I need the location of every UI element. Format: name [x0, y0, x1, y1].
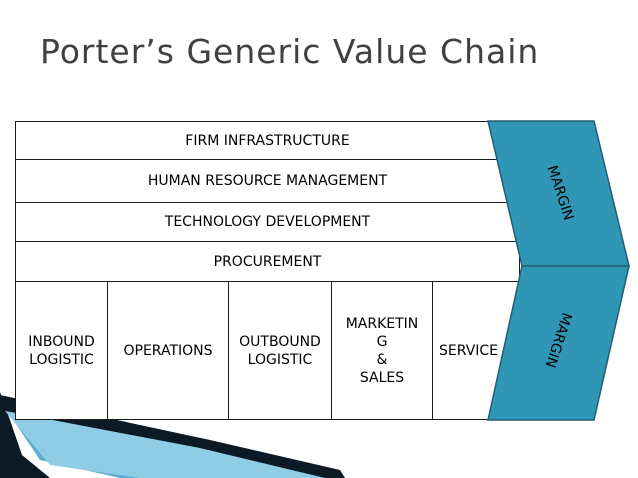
primary-cell-marketing-sales: MARKETIN G & SALES [331, 281, 433, 420]
primary-cell-label: INBOUND LOGISTIC [28, 333, 95, 368]
primary-cell-inbound-logistic: INBOUND LOGISTIC [15, 281, 108, 420]
primary-cell-label: SERVICE [439, 342, 499, 359]
primary-cell-label: OPERATIONS [123, 342, 213, 359]
primary-cell-outbound-logistic: OUTBOUND LOGISTIC [228, 281, 332, 420]
page-title: Porter’s Generic Value Chain [40, 32, 540, 71]
primary-cell-label: OUTBOUND LOGISTIC [239, 333, 321, 368]
primary-cell-label: MARKETIN G & SALES [345, 315, 419, 386]
support-row-label: FIRM INFRASTRUCTURE [185, 132, 350, 149]
margin-lower-shape [487, 265, 630, 421]
support-row-label: TECHNOLOGY DEVELOPMENT [164, 214, 371, 230]
support-row-label: HUMAN RESOURCE MANAGEMENT [147, 173, 388, 189]
primary-cell-operations: OPERATIONS [107, 281, 229, 420]
support-row-label: PROCUREMENT [213, 253, 322, 270]
